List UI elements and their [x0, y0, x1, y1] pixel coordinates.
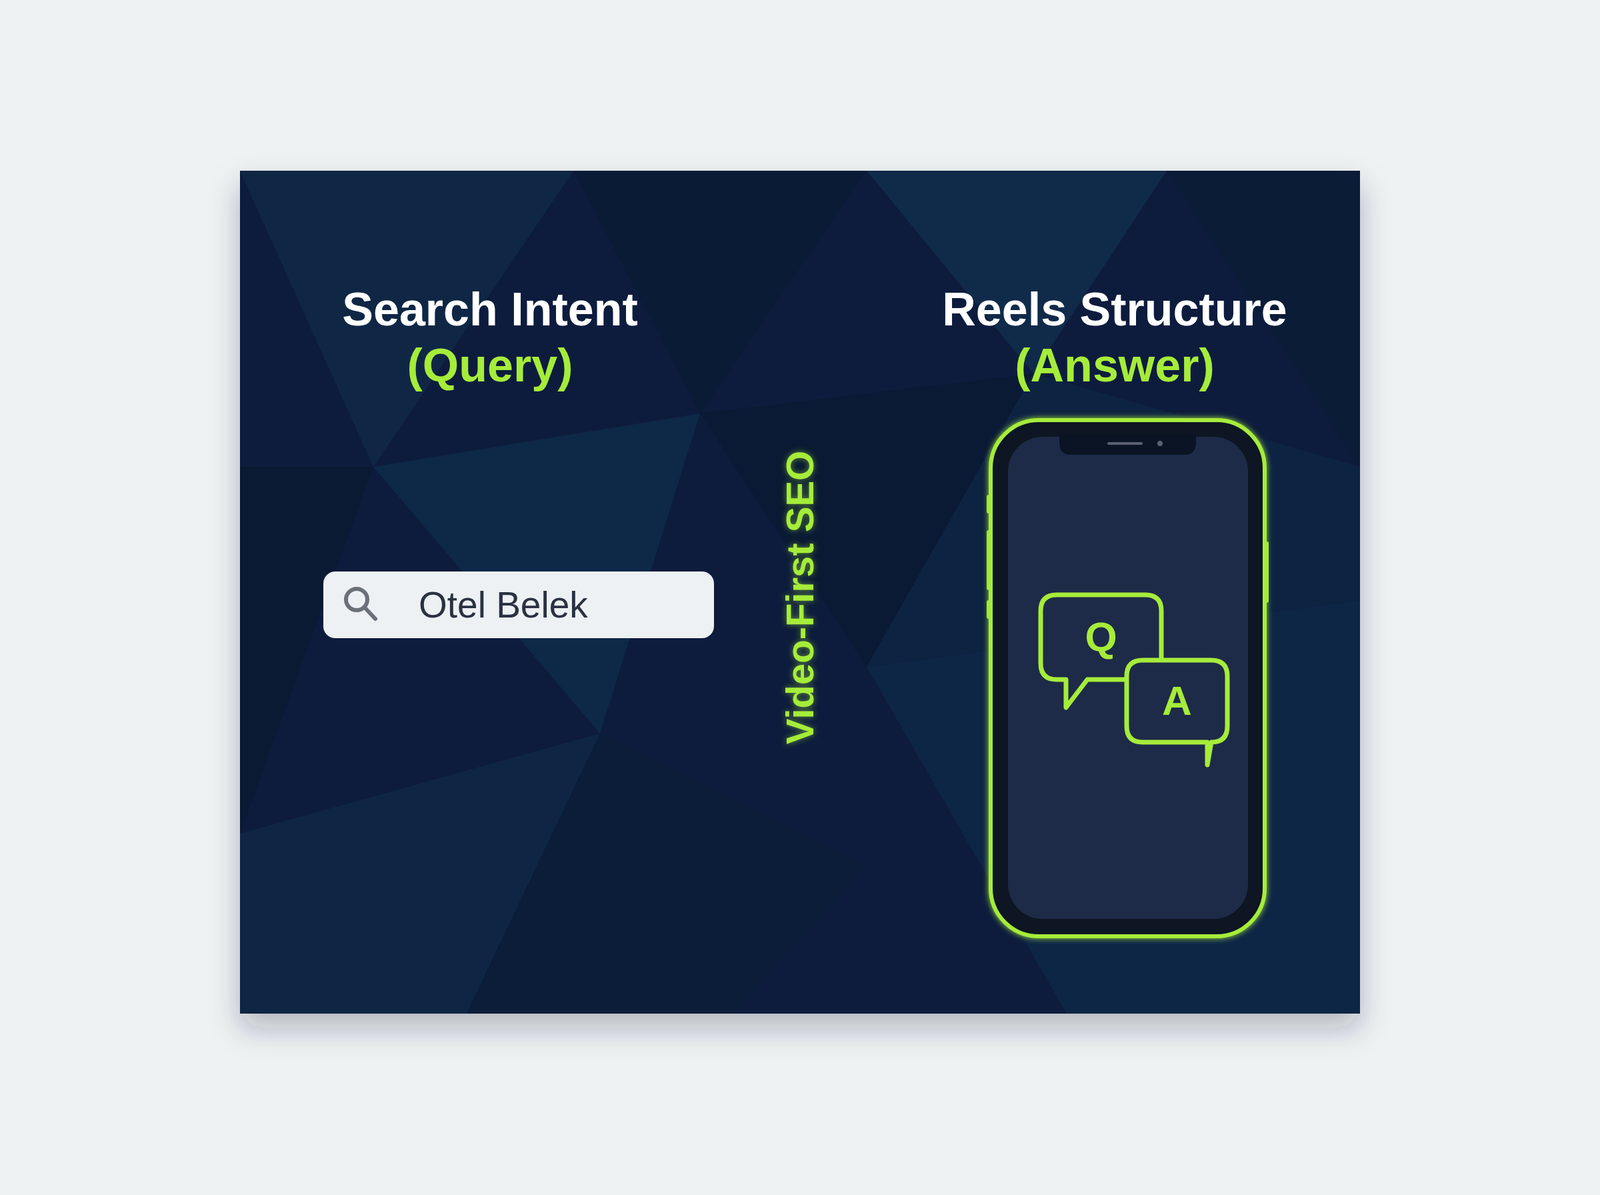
search-query: Otel Belek — [418, 584, 588, 626]
bubble-shape — [1126, 660, 1228, 765]
magnifier-icon — [346, 588, 376, 619]
column-subheading: (Query) — [407, 340, 574, 392]
card-background — [240, 170, 1360, 1014]
column-heading: Reels Structure — [942, 284, 1287, 336]
phone-speaker — [1108, 442, 1142, 445]
facet — [240, 466, 374, 834]
low-poly-texture — [240, 170, 1360, 1014]
phone-body — [990, 420, 1265, 936]
phone-notch — [1059, 434, 1196, 455]
phone-screen — [1008, 436, 1248, 919]
column-heading: Search Intent — [342, 284, 638, 336]
bubble-letter: Q — [1084, 614, 1117, 660]
vertical-title: Video-First SEO — [778, 450, 822, 744]
column-subheading: (Answer) — [1014, 340, 1214, 392]
divider-line — [798, 785, 803, 964]
search-box: Otel Belek — [323, 571, 714, 638]
divider-line — [798, 224, 803, 410]
phone-camera — [1157, 440, 1163, 446]
magnifier-handle — [364, 607, 376, 619]
search-bar — [323, 571, 714, 638]
bubble-letter: A — [1162, 678, 1192, 724]
speech-bubble: A — [1126, 660, 1228, 742]
phone-illustration — [986, 420, 1269, 936]
facet — [466, 733, 867, 1014]
